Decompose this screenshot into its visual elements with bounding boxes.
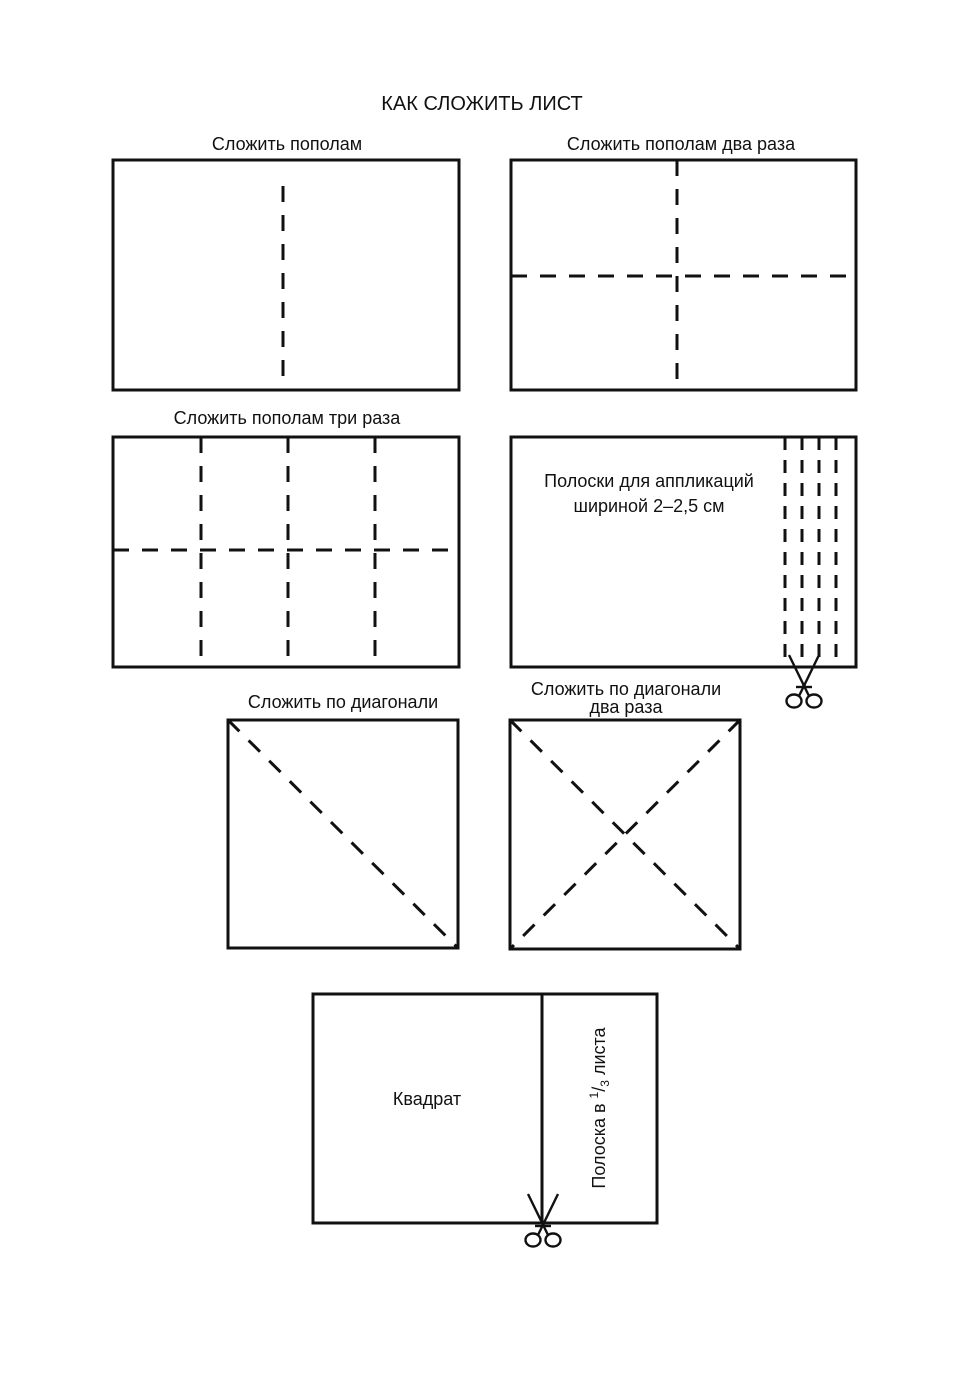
square-label: Квадрат xyxy=(393,1089,461,1109)
panel-half-twice-label: Сложить пополам два раза xyxy=(567,134,796,154)
fold-line-diagonal xyxy=(508,718,742,951)
panel-half-thrice-label: Сложить пополам три раза xyxy=(174,408,402,428)
fold-line-diagonal xyxy=(508,718,742,951)
page-title: КАК СЛОЖИТЬ ЛИСТ xyxy=(381,93,582,115)
panel-diagonal-label: Сложить по диагонали xyxy=(248,692,438,712)
strips-label-line2: шириной 2–2,5 см xyxy=(574,496,725,516)
sheet-rect xyxy=(311,992,659,1225)
strips-label-line1: Полоски для аппликаций xyxy=(544,471,754,491)
panel-fold-half-thrice: Сложить пополам три раза xyxy=(111,408,461,669)
panel-square: Квадрат Полоска в 1/3 листа xyxy=(311,992,659,1248)
panel-diagonal-twice-label-line2: два раза xyxy=(590,697,664,717)
panel-fold-diagonal: Сложить по диагонали xyxy=(226,692,460,950)
strip-one-third-label: Полоска в 1/3 листа xyxy=(587,1026,612,1188)
panel-fold-half-twice: Сложить пополам два раза xyxy=(509,134,858,392)
fold-line-diagonal xyxy=(226,718,460,950)
sheet-rect xyxy=(509,435,858,669)
sheet-rect xyxy=(111,158,461,392)
panel-diagonal-twice-label-line1: Сложить по диагонали xyxy=(531,679,721,699)
panel-half-label: Сложить пополам xyxy=(212,134,362,154)
scissors-icon xyxy=(785,653,823,709)
panel-fold-half: Сложить пополам xyxy=(111,134,461,392)
panel-fold-diagonal-twice: Сложить по диагонали два раза xyxy=(508,679,742,951)
sheet-rect xyxy=(508,718,742,951)
sheet-rect xyxy=(111,435,461,669)
sheet-rect xyxy=(226,718,460,950)
panel-strips: Полоски для аппликаций шириной 2–2,5 см xyxy=(509,435,858,709)
